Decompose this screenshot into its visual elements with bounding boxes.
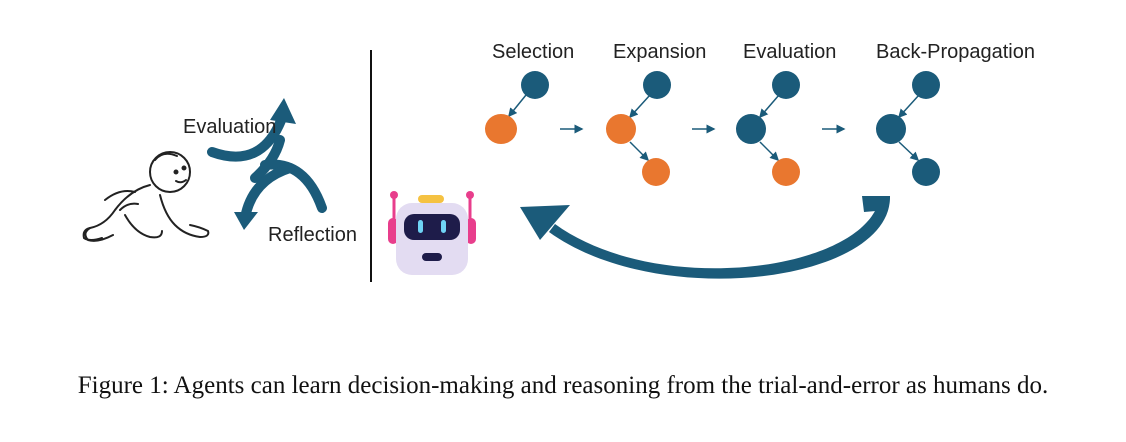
tree-node-leaf <box>912 158 940 186</box>
tree-selection <box>485 71 549 144</box>
arrow-head-up <box>270 98 296 124</box>
curved-arrow-up <box>207 113 287 162</box>
tree-node-new <box>642 158 670 186</box>
tree-node-middle <box>736 114 766 144</box>
return-loop-arrow <box>520 196 891 279</box>
stage-label-selection: Selection <box>492 41 575 63</box>
tree-node-middle <box>876 114 906 144</box>
tree-node-evaluated <box>772 158 800 186</box>
reflection-label: Reflection <box>268 224 357 246</box>
tree-node-selected <box>485 114 517 144</box>
tree-node-root <box>772 71 800 99</box>
stage-label-evaluation: Evaluation <box>743 41 837 63</box>
crawling-baby-illustration <box>82 151 210 242</box>
robot-icon <box>388 191 476 275</box>
reflection-cycle-arrows <box>207 98 327 230</box>
tree-node-root <box>643 71 671 99</box>
figure-caption: Figure 1: Agents can learn decision-maki… <box>77 372 1049 399</box>
tree-back-propagation <box>876 71 940 186</box>
curved-arrow-right <box>250 135 327 213</box>
tree-node-expanded <box>606 114 636 144</box>
tree-expansion <box>606 71 671 186</box>
tree-evaluation <box>736 71 800 186</box>
tree-node-root <box>521 71 549 99</box>
stage-label-expansion: Expansion <box>613 41 707 63</box>
tree-node-root <box>912 71 940 99</box>
curved-arrow-down <box>240 163 295 223</box>
stage-label-back-propagation: Back-Propagation <box>876 41 1035 63</box>
evaluation-label: Evaluation <box>183 116 277 138</box>
arrow-head-down <box>234 212 258 230</box>
